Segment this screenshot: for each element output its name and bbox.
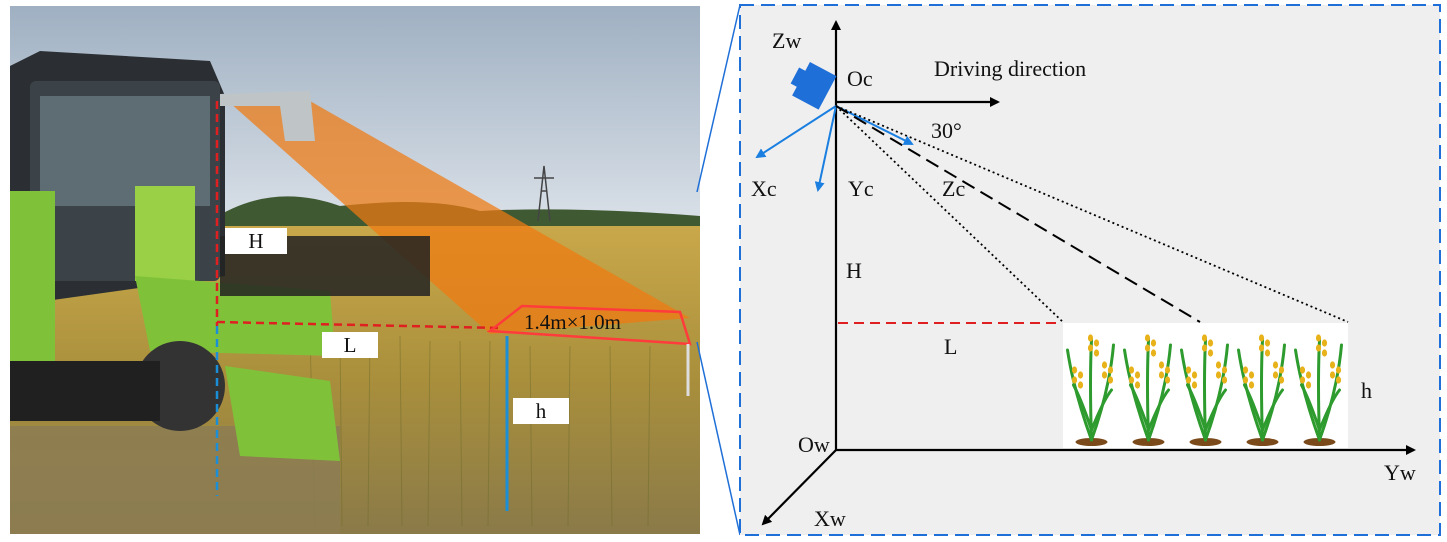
- label-h: h: [1361, 378, 1372, 403]
- harvester-field-photo: 1.4m×1.0m: [10, 6, 700, 534]
- label-ow: Ow: [798, 432, 830, 457]
- connector-bottom: [696, 341, 741, 536]
- label-xw: Xw: [814, 506, 846, 531]
- fov-ray-center: [835, 105, 1201, 323]
- rice-plant: [1123, 334, 1172, 446]
- power-tower: [534, 165, 554, 222]
- label-yw: Yw: [1384, 460, 1416, 485]
- photo-label-L: L: [322, 332, 378, 358]
- photo-label-H: H: [225, 228, 287, 254]
- label-zw: Zw: [772, 28, 801, 53]
- label-yc: Yc: [848, 176, 874, 201]
- label-H: H: [846, 258, 862, 283]
- diagram-frame: [739, 4, 1441, 536]
- camera-icon: [790, 62, 837, 110]
- rice-plant: [1180, 334, 1229, 446]
- label-xc: Xc: [751, 176, 777, 201]
- axis-zc: [835, 105, 914, 145]
- harvester: [10, 51, 430, 461]
- label-oc: Oc: [847, 66, 873, 91]
- camera-field-of-view: [220, 94, 690, 334]
- crop-row: [1066, 334, 1343, 446]
- axis-yc: [814, 105, 837, 192]
- rice-plant: [1066, 334, 1115, 446]
- label-zc: Zc: [942, 176, 965, 201]
- rice-plant: [1237, 334, 1286, 446]
- axis-xw: [761, 449, 837, 526]
- axis-xc: [755, 105, 837, 159]
- sample-area-box: [486, 304, 692, 346]
- area-label: 1.4m×1.0m: [524, 310, 621, 334]
- photo-label-h: h: [513, 398, 569, 424]
- distance-line: [216, 320, 501, 330]
- label-L: L: [944, 334, 957, 359]
- label-angle: 30°: [931, 118, 962, 143]
- rice-plant: [1294, 334, 1343, 446]
- label-driving-direction: Driving direction: [934, 56, 1086, 81]
- connector-top: [696, 4, 741, 193]
